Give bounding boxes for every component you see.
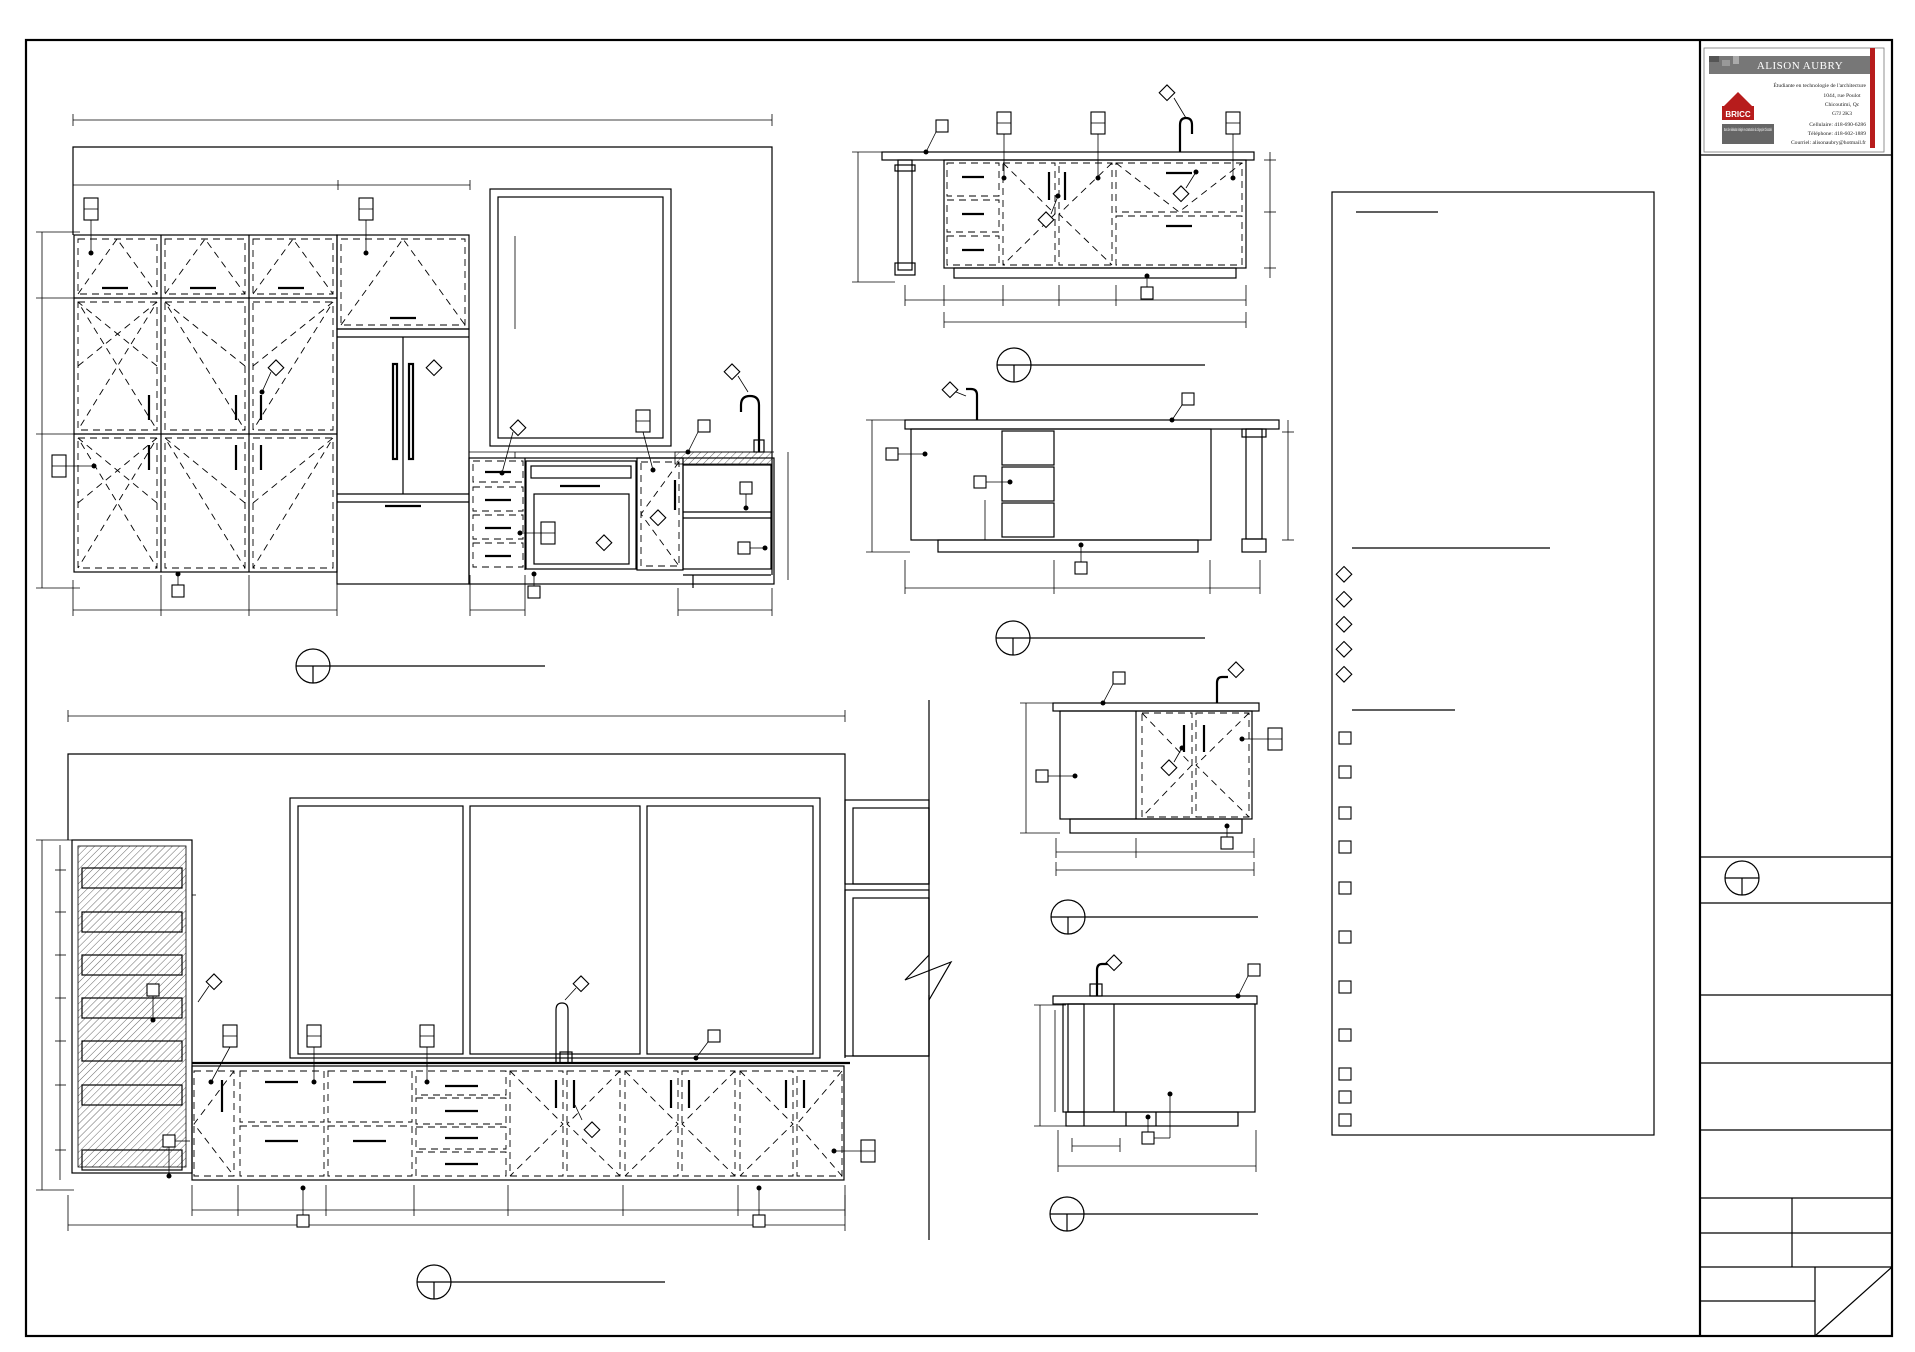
notes-panel <box>1331 191 1655 1136</box>
card-phone: Téléphone: 418-602-1889 <box>1808 131 1866 137</box>
business-card: ALISON AUBRY Étudiante en technologie de… <box>1703 47 1885 153</box>
island-elevation-c <box>1020 661 1283 935</box>
card-cell: Cellulaire: 418-690-6286 <box>1809 122 1866 128</box>
island-elevation-a <box>852 84 1276 383</box>
island-a-tags <box>923 84 1241 300</box>
island-elevation-d <box>1034 954 1261 1232</box>
logo-text: BRICC <box>1725 110 1751 119</box>
card-subtitle: Étudiante en technologie de l'architectu… <box>1773 81 1866 89</box>
title-block-section-marker <box>1724 860 1760 896</box>
elev1-section-marker <box>295 648 545 684</box>
elev1-tags <box>51 197 768 599</box>
logo-caption: Banc de réalisation intégré en construct… <box>1724 127 1772 132</box>
card-address-2: Chicoutimi, Qc <box>1825 102 1860 108</box>
brand-stripe <box>1870 48 1875 148</box>
elev2-door-swings <box>509 1070 843 1177</box>
island-d-section-marker <box>1049 1196 1258 1232</box>
title-block <box>1698 40 1893 1337</box>
elev1-handles <box>102 286 304 470</box>
elevation-2 <box>36 700 953 1300</box>
elevation-1 <box>36 114 789 684</box>
card-email: Courriel: alisonaubry@hotmail.fr <box>1791 139 1866 146</box>
island-b-tags <box>885 381 1195 575</box>
elev1-door-swings <box>77 238 334 569</box>
bricc-logo: BRICC Banc de réalisation intégré en con… <box>1722 92 1774 144</box>
island-c-tags <box>1035 661 1283 850</box>
card-name: ALISON AUBRY <box>1757 60 1843 72</box>
legend-square-list <box>1338 731 1352 1127</box>
elev2-section-marker <box>416 1264 665 1300</box>
island-b-section-marker <box>995 620 1205 656</box>
legend-diamond-list <box>1335 565 1353 683</box>
name-banner <box>1709 56 1871 74</box>
sheet-border <box>24 38 1894 1338</box>
island-a-section-marker <box>996 347 1205 383</box>
island-c-section-marker <box>1050 899 1258 935</box>
island-elevation-b <box>866 381 1294 656</box>
card-address-3: G7J 2K3 <box>1832 111 1852 117</box>
card-address-1: 1044, rue Poulot <box>1823 93 1861 99</box>
island-d-tags <box>1100 954 1261 1145</box>
elev2-tags <box>146 973 876 1228</box>
